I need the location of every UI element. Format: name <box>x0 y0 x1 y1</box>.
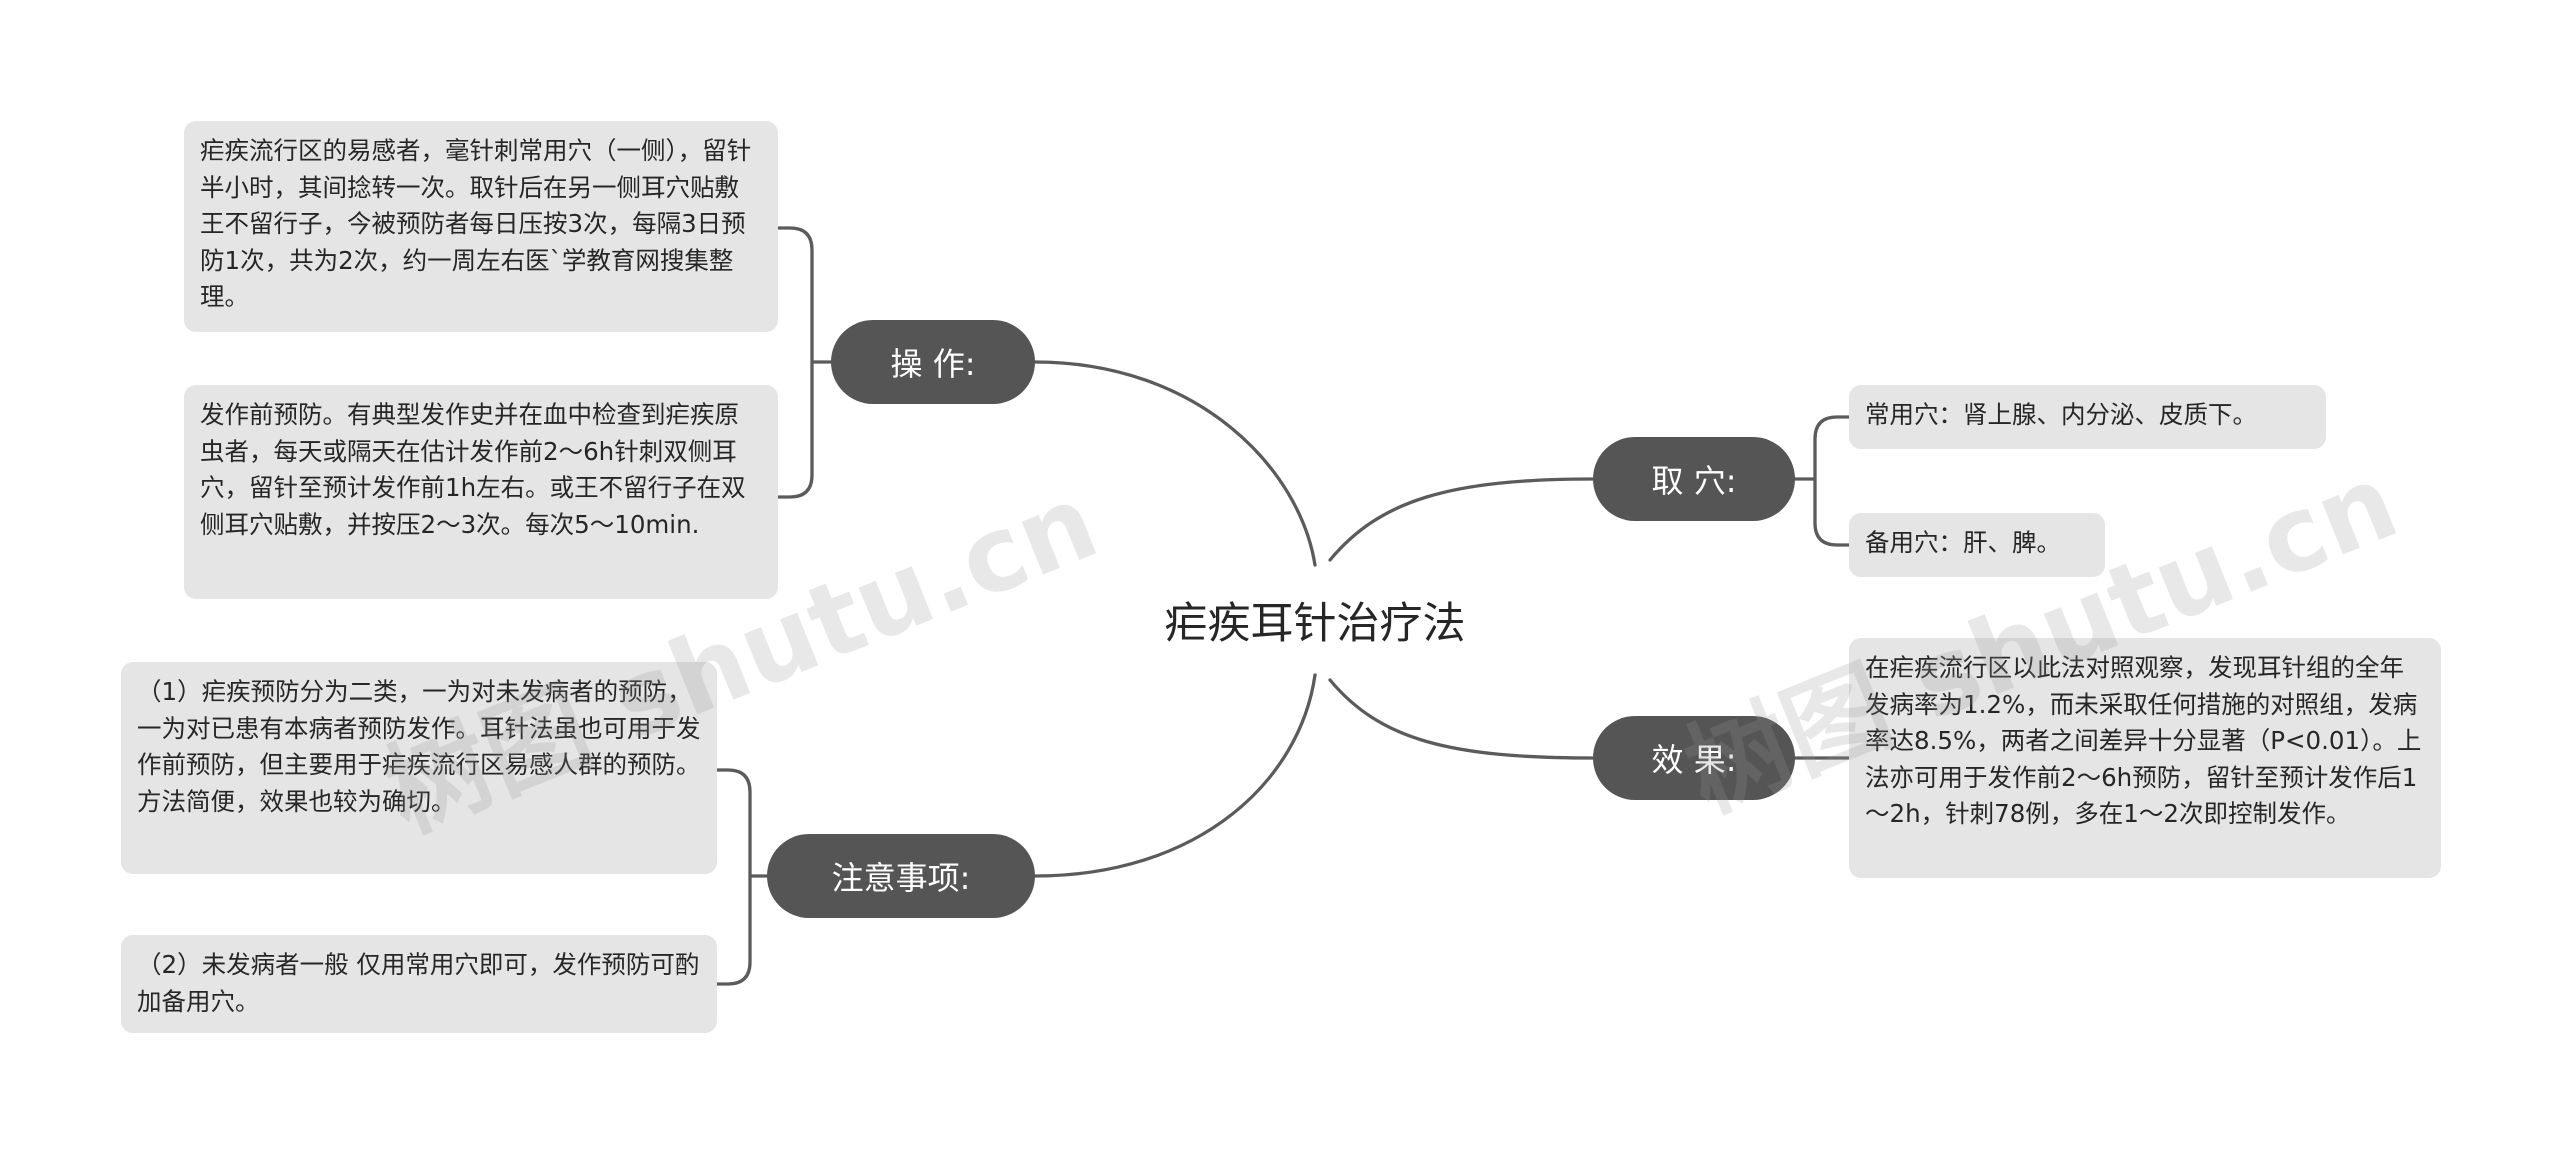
central-topic[interactable]: 疟疾耳针治疗法 <box>1164 599 1466 649</box>
connector-notes-leaves <box>715 768 769 986</box>
branch-effect[interactable]: 效 果: <box>1593 716 1795 800</box>
leaf-effect[interactable]: 在疟疾流行区以此法对照观察，发现耳针组的全年发病率为1.2%，而未采取任何措施的… <box>1849 638 2441 878</box>
connector-acupoints <box>1328 477 1595 562</box>
connector-effect <box>1328 678 1595 760</box>
connector-operation <box>1033 360 1317 567</box>
leaf-operation-prevention[interactable]: 疟疾流行区的易感者，毫针刺常用穴（一侧），留针半小时，其间捻转一次。取针后在另一… <box>184 121 778 332</box>
branch-operation[interactable]: 操 作: <box>831 320 1035 404</box>
leaf-operation-pre-attack[interactable]: 发作前预防。有典型发作史并在血中检查到疟疾原虫者，每天或隔天在估计发作前2～6h… <box>184 385 778 599</box>
branch-acupoints[interactable]: 取 穴: <box>1593 437 1795 521</box>
leaf-acupoints-backup[interactable]: 备用穴：肝、脾。 <box>1849 513 2105 577</box>
connector-acupoints-leaves <box>1793 415 1851 547</box>
leaf-notes-1[interactable]: （1）疟疾预防分为二类，一为对未发病者的预防，一为对已患有本病者预防发作。耳针法… <box>121 662 717 874</box>
leaf-notes-2[interactable]: （2）未发病者一般 仅用常用穴即可，发作预防可酌加备用穴。 <box>121 935 717 1033</box>
connector-operation-leaves <box>776 226 833 499</box>
branch-notes[interactable]: 注意事项: <box>767 834 1035 918</box>
leaf-acupoints-main[interactable]: 常用穴：肾上腺、内分泌、皮质下。 <box>1849 385 2326 449</box>
connector-notes <box>1033 673 1317 878</box>
